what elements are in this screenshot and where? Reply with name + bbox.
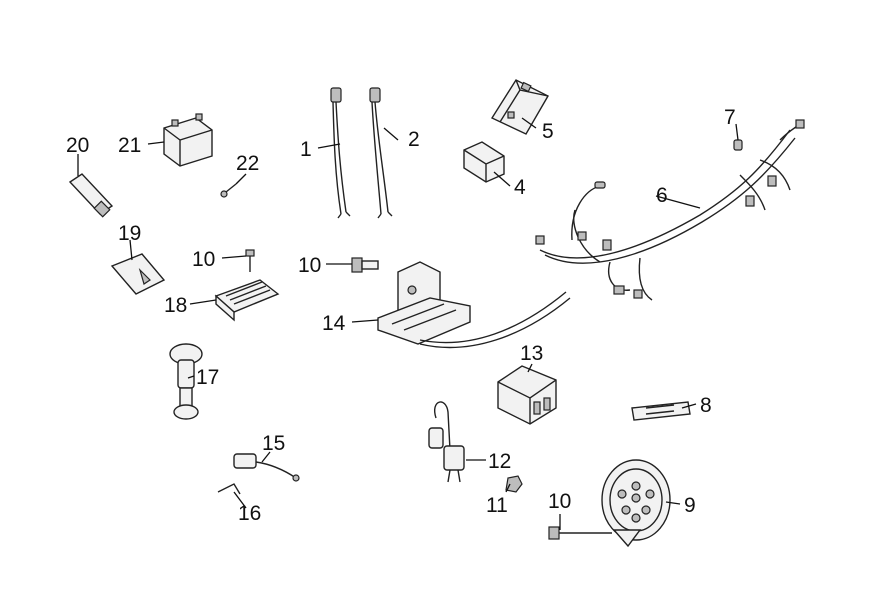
callout-12: 12 (488, 450, 511, 473)
part-14-connector-bracket (377, 261, 571, 349)
part-2-lead-wire (369, 87, 393, 219)
part-7-fuse (733, 139, 743, 151)
part-9-horn (601, 459, 671, 548)
callout-6: 6 (656, 184, 668, 207)
callout-14: 14 (322, 312, 346, 335)
callout-11: 11 (486, 494, 508, 517)
part-5-control-unit (490, 79, 549, 135)
callout-18: 18 (164, 294, 187, 317)
callout-22: 22 (236, 152, 259, 175)
callout-15: 15 (262, 432, 285, 455)
part-12-ignition-coil (428, 401, 465, 483)
part-16-clip (217, 483, 241, 495)
part-17-ignition-switch (169, 343, 203, 420)
part-19-rubber-cover (110, 253, 166, 295)
callout-4: 4 (514, 176, 526, 199)
callout-9: 9 (684, 494, 696, 517)
callout-10-left: 10 (192, 248, 215, 271)
callout-5: 5 (542, 120, 554, 143)
part-8-fuse-holder (631, 401, 691, 421)
callout-13: 13 (520, 342, 543, 365)
callout-21: 21 (118, 134, 141, 157)
part-13-starter-relay (497, 365, 557, 425)
part-6-wiring-harness (535, 119, 805, 301)
part-15-sensor (233, 453, 300, 482)
part-1-lead-wire (330, 87, 351, 219)
callout-10-center: 10 (298, 254, 321, 277)
callout-1: 1 (300, 138, 312, 161)
callout-numbers: 1 2 4 5 6 7 8 9 10 10 10 11 12 13 14 15 … (66, 106, 736, 525)
callout-19: 19 (118, 222, 141, 245)
callout-20: 20 (66, 134, 89, 157)
part-22-small-clip (220, 183, 237, 198)
callout-8: 8 (700, 394, 712, 417)
leader-lines (77, 117, 739, 530)
callout-16: 16 (238, 502, 261, 525)
part-18-regulator (214, 279, 280, 322)
callout-2: 2 (408, 128, 420, 151)
part-11-nut (505, 475, 523, 493)
part-20-connector-plug (68, 173, 114, 218)
callout-7: 7 (724, 106, 736, 129)
part-10-screw-regulator (245, 249, 255, 272)
callout-17: 17 (196, 366, 219, 389)
callout-10-bottom: 10 (548, 490, 571, 513)
part-10-bolt-bracket (351, 257, 379, 273)
part-10-bolt-horn (548, 526, 612, 540)
part-21-battery (163, 113, 213, 167)
